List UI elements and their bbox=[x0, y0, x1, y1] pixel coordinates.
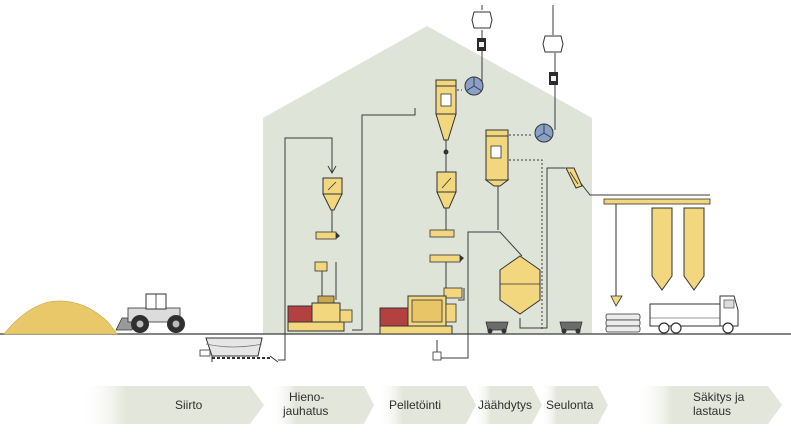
fan-cooler bbox=[534, 123, 554, 143]
pellet-cooler bbox=[499, 255, 541, 315]
fines-cart-cooler bbox=[485, 321, 509, 334]
pellet-mill bbox=[379, 287, 463, 361]
banner-pelletointi bbox=[378, 386, 476, 424]
stage-label-jaahdytys: Jäähdytys bbox=[478, 398, 532, 412]
wheel-loader bbox=[115, 293, 185, 333]
stage-label-siirto: Siirto bbox=[175, 398, 203, 412]
factory-building bbox=[263, 26, 592, 334]
banner-jaahdytys bbox=[474, 386, 542, 424]
stage-label-seulonta: Seulonta bbox=[546, 398, 594, 412]
banner-sakitys bbox=[636, 386, 782, 424]
pellet-silo-right bbox=[683, 207, 705, 291]
stage-banners bbox=[80, 386, 782, 424]
loading-gantry bbox=[603, 198, 711, 296]
hammer-mill bbox=[287, 295, 353, 332]
bag-pallet bbox=[605, 313, 641, 333]
sawdust-pile bbox=[3, 300, 118, 335]
banner-siirto bbox=[80, 386, 264, 424]
delivery-truck bbox=[649, 295, 739, 334]
receiving-pit bbox=[199, 337, 279, 363]
pellet-conditioner bbox=[429, 229, 464, 263]
stage-label-pelletointi: Pelletöinti bbox=[389, 398, 441, 412]
pellet-bin bbox=[436, 171, 457, 209]
stack-filter-top-right bbox=[542, 35, 564, 85]
cooler-cyclone bbox=[484, 129, 510, 187]
banner-hienojauhatus bbox=[270, 386, 374, 424]
stage-label-hienojauhatus: Hieno- jauhatus bbox=[282, 390, 328, 418]
stage-label-sakitys: Säkitys ja lastaus bbox=[693, 390, 748, 418]
bagging-funnel bbox=[610, 295, 623, 307]
mill-feeder bbox=[314, 231, 340, 272]
fan-main bbox=[464, 76, 484, 96]
pellet-screen bbox=[565, 167, 583, 189]
stack-filter-top-left bbox=[471, 11, 493, 51]
mill-cyclone bbox=[322, 177, 343, 211]
main-cyclone bbox=[435, 79, 457, 155]
stage-labels: Siirto Hieno- jauhatus Pelletöinti Jäähd… bbox=[175, 390, 748, 418]
pellet-silo-left bbox=[651, 207, 673, 291]
fines-cart-screen bbox=[559, 321, 583, 334]
banner-seulonta bbox=[540, 386, 608, 424]
